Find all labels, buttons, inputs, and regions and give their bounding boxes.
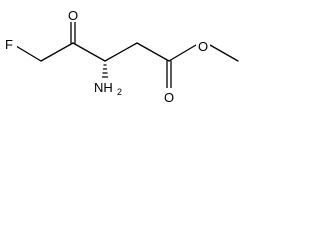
- atom-amine: NH: [94, 80, 113, 95]
- bond-c2-c1: [136, 42, 170, 62]
- bond-c1-o-ether: [168, 44, 197, 62]
- atom-oxygen-ester-ether: O: [198, 39, 208, 54]
- bond-f-ch2: [15, 45, 42, 62]
- atom-oxygen-ketone: O: [68, 8, 78, 23]
- atom-labels: F O O O NH 2: [3, 6, 210, 105]
- atom-amine-subscript: 2: [117, 87, 122, 97]
- bonds: [15, 20, 239, 89]
- bond-c3-n-hashed: [101, 64, 109, 78]
- atom-fluorine: F: [5, 37, 13, 52]
- atom-oxygen-ester-carbonyl: O: [164, 90, 174, 105]
- molecule-structure: F O O O NH 2: [3, 6, 239, 105]
- bond-ch2-c4: [40, 42, 74, 62]
- bond-c3-c2: [104, 42, 138, 62]
- bond-c4-c3: [72, 42, 106, 62]
- bond-o-ch3: [209, 44, 239, 62]
